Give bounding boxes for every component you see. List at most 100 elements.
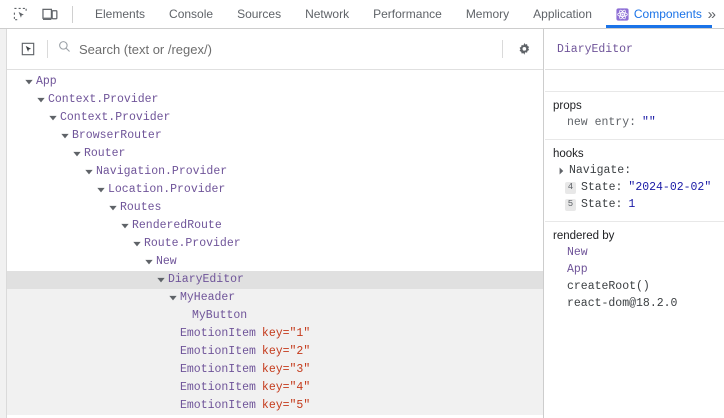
hook-name: State: bbox=[581, 198, 623, 211]
tab-label: Network bbox=[305, 7, 350, 21]
chevron-down-icon[interactable] bbox=[47, 113, 58, 124]
tree-row-label: DiaryEditor bbox=[168, 273, 244, 286]
tree-row-label: EmotionItem bbox=[180, 327, 256, 340]
chevron-down-icon[interactable] bbox=[95, 185, 106, 196]
tree-row-attr-value: "1" bbox=[289, 327, 311, 340]
chevron-down-icon[interactable] bbox=[107, 203, 118, 214]
tab-components[interactable]: Components bbox=[604, 0, 714, 28]
hook-name: State: bbox=[581, 181, 623, 194]
tab-application[interactable]: Application bbox=[521, 0, 604, 28]
tree-row-browserrouter[interactable]: BrowserRouter bbox=[7, 127, 543, 145]
tree-row-attr-key: key= bbox=[261, 363, 290, 376]
tree-row-label: EmotionItem bbox=[180, 345, 256, 358]
tree-row-label: MyHeader bbox=[180, 291, 236, 304]
hook-group-navigate[interactable]: Navigate: bbox=[545, 162, 724, 179]
tree-row-renderedroute[interactable]: RenderedRoute bbox=[7, 217, 543, 235]
tree-row-attr-key: key= bbox=[261, 327, 290, 340]
chevron-right-icon bbox=[556, 166, 566, 175]
props-section: props new entry: "" bbox=[545, 92, 724, 140]
tree-row-diaryeditor[interactable]: DiaryEditor bbox=[7, 271, 543, 289]
tab-label: Sources bbox=[237, 7, 282, 21]
tree-row-mybutton[interactable]: MyButton bbox=[7, 307, 543, 325]
toolbar-divider bbox=[47, 40, 48, 58]
tree-row-context-provider[interactable]: Context.Provider bbox=[7, 109, 543, 127]
prop-key: new entry bbox=[567, 116, 630, 129]
tree-row-routes[interactable]: Routes bbox=[7, 199, 543, 217]
rendered-by-section: rendered by New App createRoot() react-d… bbox=[545, 222, 724, 320]
prop-row[interactable]: new entry: "" bbox=[545, 114, 724, 131]
tree-row-router[interactable]: Router bbox=[7, 145, 543, 163]
tab-memory[interactable]: Memory bbox=[454, 0, 521, 28]
tree-vertical-scrollbar[interactable] bbox=[0, 29, 7, 418]
rendered-by-item[interactable]: New bbox=[567, 246, 588, 259]
hook-state-row[interactable]: 4 State: "2024-02-02" bbox=[545, 179, 724, 196]
tab-label: Components bbox=[633, 7, 702, 21]
device-toolbar-icon[interactable] bbox=[40, 4, 60, 24]
tree-row-label: Location.Provider bbox=[108, 183, 226, 196]
tree-row-attr-key: key= bbox=[261, 381, 290, 394]
search-input[interactable] bbox=[79, 41, 492, 57]
tree-row-label: EmotionItem bbox=[180, 399, 256, 412]
tree-row-label: Router bbox=[84, 147, 126, 160]
hook-value: 1 bbox=[628, 198, 636, 211]
tree-row-label: MyButton bbox=[192, 309, 248, 322]
inspect-element-icon[interactable] bbox=[10, 4, 30, 24]
tree-row-location-provider[interactable]: Location.Provider bbox=[7, 181, 543, 199]
hook-group-label: Navigate: bbox=[569, 164, 632, 177]
rendered-by-item[interactable]: App bbox=[567, 263, 588, 276]
tab-overflow-button[interactable]: » bbox=[707, 5, 716, 23]
chevron-down-icon[interactable] bbox=[59, 131, 70, 142]
tree-row-attr-value: "4" bbox=[289, 381, 311, 394]
tree-row-label: EmotionItem bbox=[180, 363, 256, 376]
chevron-down-icon[interactable] bbox=[35, 95, 46, 106]
chevron-down-icon[interactable] bbox=[23, 77, 34, 88]
tree-row-label: Routes bbox=[120, 201, 162, 214]
tree-row-route-provider[interactable]: Route.Provider bbox=[7, 235, 543, 253]
tree-row-attr-key: key= bbox=[261, 345, 290, 358]
chevron-down-icon[interactable] bbox=[143, 257, 154, 268]
gear-icon[interactable] bbox=[513, 38, 535, 60]
devtools-tab-list: Elements Console Sources Network Perform… bbox=[83, 0, 712, 28]
chevron-down-icon[interactable] bbox=[71, 149, 82, 160]
tree-row-emotionitem[interactable]: EmotionItem key="2" bbox=[7, 343, 543, 361]
tree-row-attr-value: "3" bbox=[289, 363, 311, 376]
hook-index-badge: 4 bbox=[565, 181, 576, 194]
tab-network[interactable]: Network bbox=[293, 0, 361, 28]
chevron-down-icon[interactable] bbox=[155, 275, 166, 286]
components-toolbar bbox=[7, 29, 543, 70]
devtools-toolbar-icons bbox=[0, 0, 83, 28]
tab-sources[interactable]: Sources bbox=[225, 0, 293, 28]
tree-row-label: RenderedRoute bbox=[132, 219, 222, 232]
tree-row-app[interactable]: App bbox=[7, 73, 543, 91]
search-container bbox=[58, 40, 492, 58]
toolbar-divider-right bbox=[502, 40, 503, 58]
hook-index-badge: 5 bbox=[565, 198, 576, 211]
tab-elements[interactable]: Elements bbox=[83, 0, 157, 28]
tab-label: Memory bbox=[465, 7, 510, 21]
chevron-down-icon[interactable] bbox=[131, 239, 142, 250]
prop-value: "" bbox=[642, 116, 656, 129]
tree-row-emotionitem[interactable]: EmotionItem key="3" bbox=[7, 361, 543, 379]
tree-row-navigation-provider[interactable]: Navigation.Provider bbox=[7, 163, 543, 181]
chevron-down-icon[interactable] bbox=[167, 293, 178, 304]
hook-value: "2024-02-02" bbox=[628, 181, 712, 194]
tree-row-new[interactable]: New bbox=[7, 253, 543, 271]
tab-label: Console bbox=[169, 7, 214, 21]
tree-row-myheader[interactable]: MyHeader bbox=[7, 289, 543, 307]
chevron-down-icon[interactable] bbox=[119, 221, 130, 232]
tab-label: Application bbox=[533, 7, 592, 21]
props-heading: props bbox=[553, 100, 582, 112]
tree-row-context-provider[interactable]: Context.Provider bbox=[7, 91, 543, 109]
hook-state-row[interactable]: 5 State: 1 bbox=[545, 196, 724, 213]
tree-row-attr-value: "2" bbox=[289, 345, 311, 358]
tree-row-emotionitem[interactable]: EmotionItem key="1" bbox=[7, 325, 543, 343]
search-icon bbox=[58, 40, 71, 58]
tab-performance[interactable]: Performance bbox=[361, 0, 454, 28]
tab-console[interactable]: Console bbox=[157, 0, 225, 28]
select-component-icon[interactable] bbox=[17, 38, 39, 60]
chevron-down-icon[interactable] bbox=[83, 167, 94, 178]
